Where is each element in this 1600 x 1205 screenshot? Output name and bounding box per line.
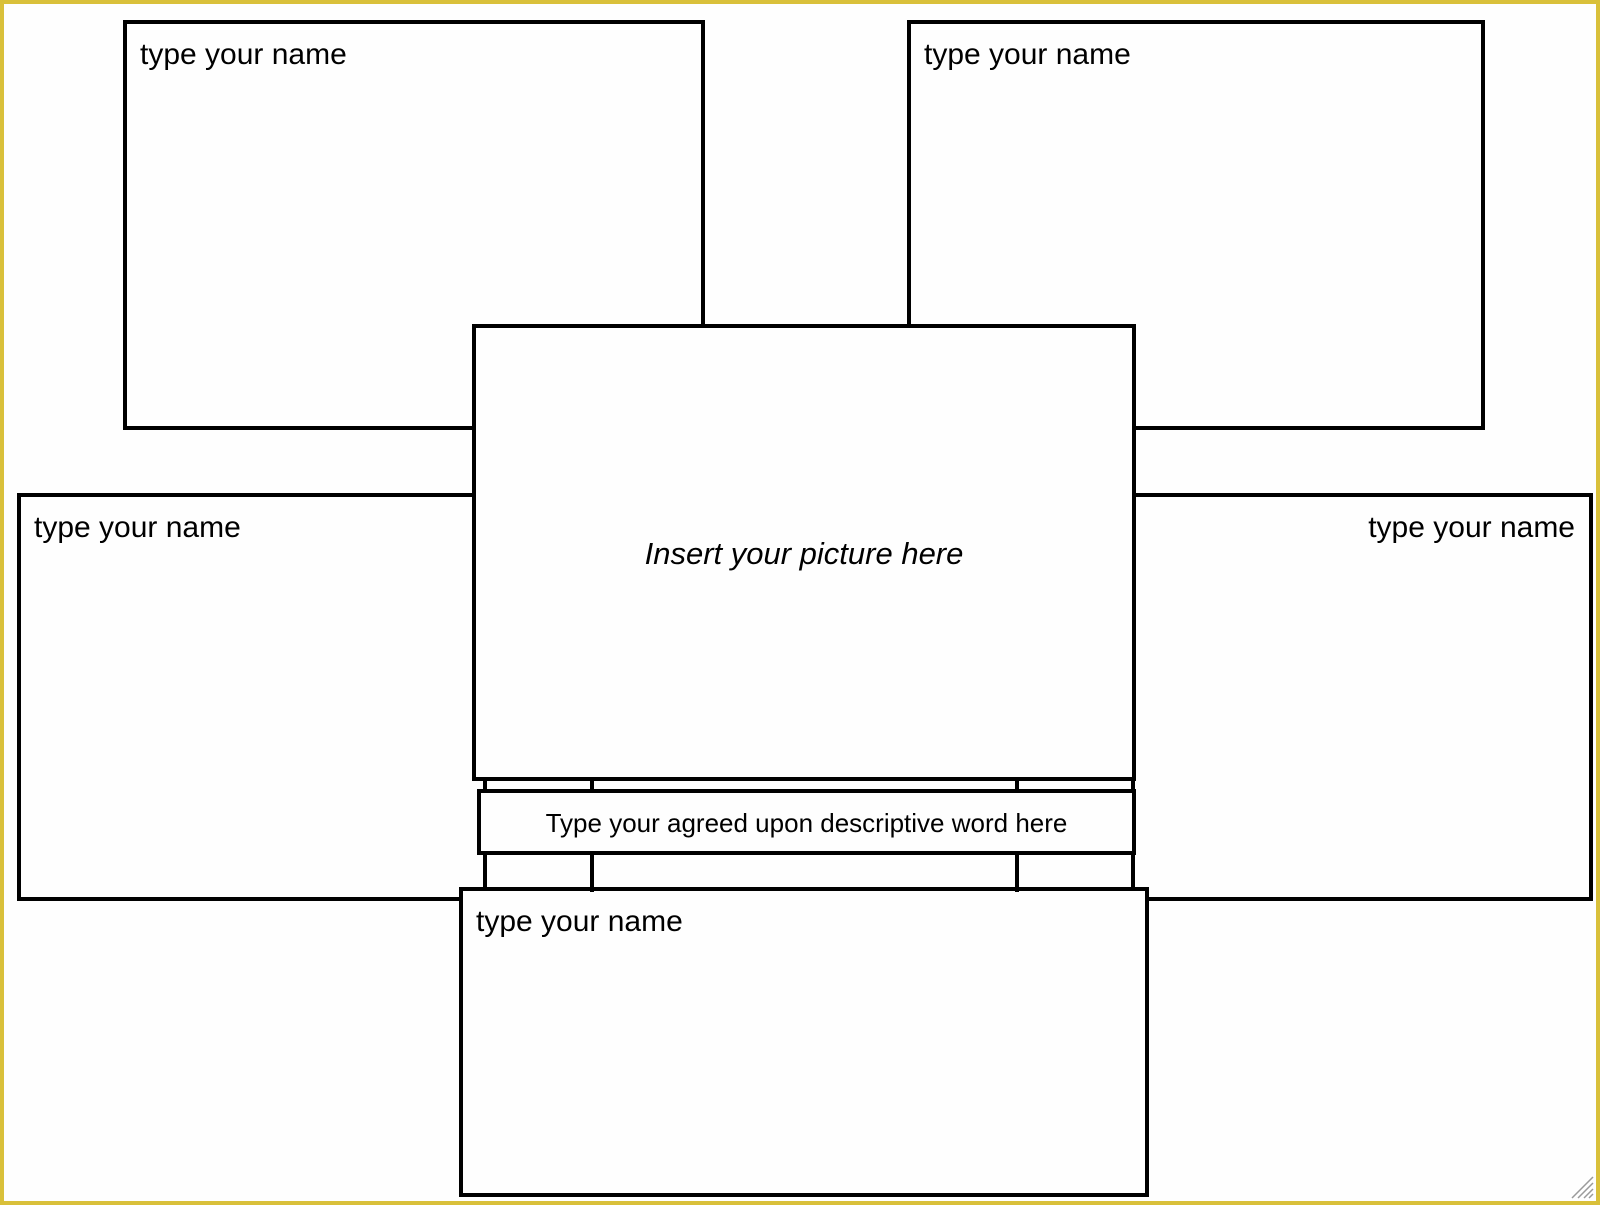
- picture-placeholder-text[interactable]: Insert your picture here: [644, 536, 964, 571]
- descriptive-word-text[interactable]: Type your agreed upon descriptive word h…: [545, 808, 1068, 838]
- picture-box-center[interactable]: Insert your picture here: [472, 324, 1136, 781]
- resize-grip-icon[interactable]: [1568, 1173, 1594, 1199]
- name-label-bottom[interactable]: type your name: [476, 905, 683, 938]
- name-label-top-left[interactable]: type your name: [140, 38, 347, 71]
- name-box-top-left[interactable]: type your name: [123, 20, 705, 430]
- name-label-top-right[interactable]: type your name: [924, 38, 1131, 71]
- descriptive-word-box[interactable]: Type your agreed upon descriptive word h…: [477, 789, 1136, 855]
- name-label-middle-right[interactable]: type your name: [1368, 511, 1575, 544]
- name-box-top-right[interactable]: type your name: [907, 20, 1485, 430]
- name-label-middle-left[interactable]: type your name: [34, 511, 241, 544]
- name-box-bottom[interactable]: type your name: [459, 887, 1149, 1197]
- name-box-middle-right[interactable]: type your name: [1131, 493, 1593, 901]
- name-box-middle-left[interactable]: type your name: [17, 493, 487, 901]
